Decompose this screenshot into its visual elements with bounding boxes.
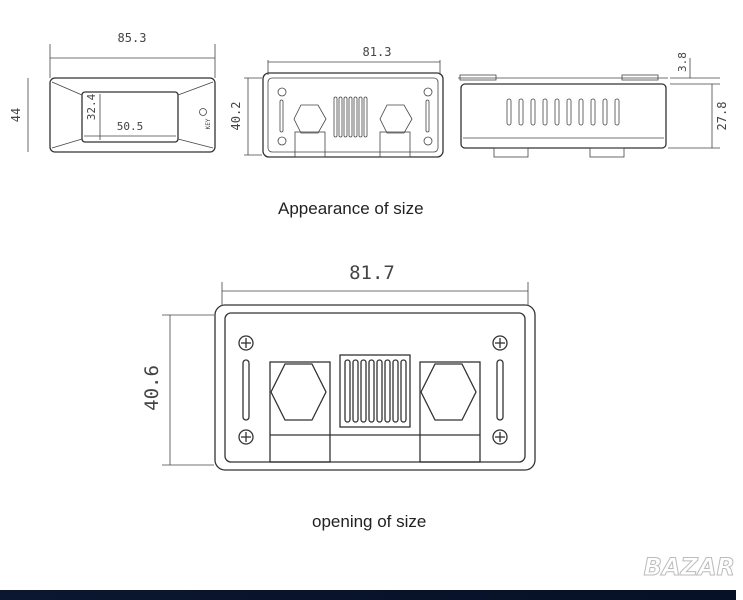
screw-icon [492,429,508,445]
vent-slot [363,96,368,138]
vent-slot [368,359,375,423]
watermark-logo: BAZAR [643,553,735,582]
vent-slot [590,98,596,126]
vent-slot [348,96,353,138]
screw-icon [492,335,508,351]
vent-slot [338,96,343,138]
opening-height-label: 40.6 [141,365,163,411]
screw-icon [238,335,254,351]
vent-slot [578,98,584,126]
vent-slot [384,359,391,423]
vent-slot [566,98,572,126]
vent-slot [542,98,548,126]
vent-slot [602,98,608,126]
vent-slot [344,359,351,423]
front-height-label: 44 [9,108,23,122]
opening-width-label: 81.7 [349,262,395,284]
vent-slot [353,96,358,138]
appearance-caption: Appearance of size [278,199,424,218]
opening-caption: opening of size [312,512,427,531]
side-view [458,58,720,158]
screen-height-label: 32.4 [85,93,98,120]
bottom-bar [0,590,736,600]
vent-slot [554,98,560,126]
vent-slot [392,359,399,423]
key-label: KEY [205,118,212,129]
front-view [27,44,216,153]
vent-slot [343,96,348,138]
vent-slot [352,359,359,423]
back-width-label: 81.3 [363,45,392,59]
vent-slot [358,96,363,138]
body-height-label: 27.8 [715,102,729,131]
vent-slot [506,98,512,126]
vent-slot [333,96,338,138]
vent-slot [518,98,524,126]
back-height-label: 40.2 [229,102,243,131]
screw-icon [238,429,254,445]
opening-view [162,282,536,471]
vent-slot [400,359,407,423]
vent-slot [376,359,383,423]
tab-height-label: 3.8 [676,52,689,72]
screen-width-label: 50.5 [117,120,144,133]
vent-slot [530,98,536,126]
back-view [244,60,444,158]
vent-slot [614,98,620,126]
front-width-label: 85.3 [118,31,147,45]
vent-slot [360,359,367,423]
